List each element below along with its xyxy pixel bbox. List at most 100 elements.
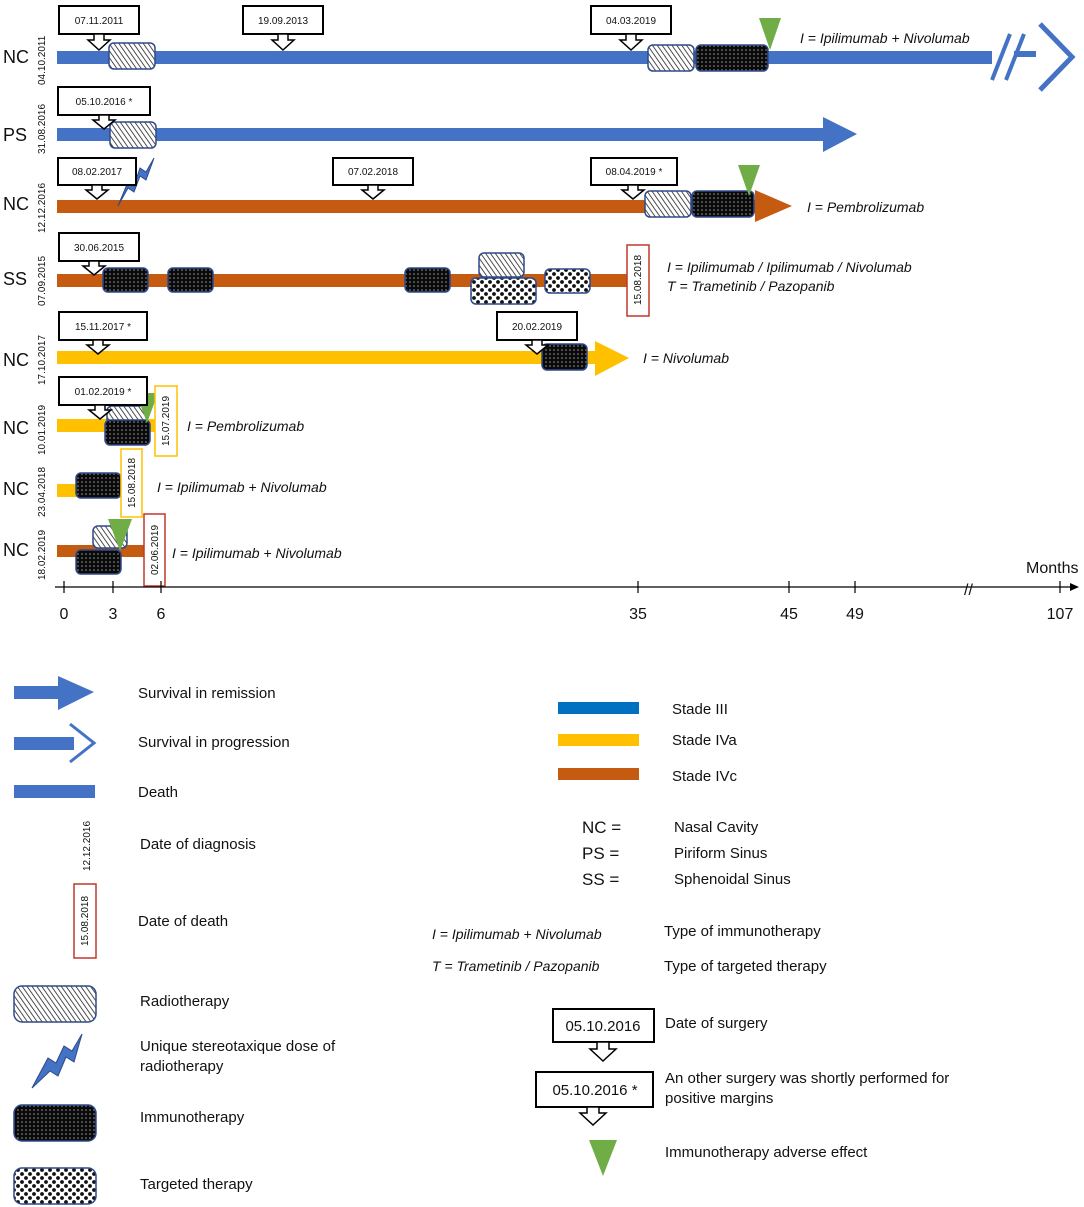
- death-date-box: [120, 448, 143, 518]
- abbr-code: SS =: [582, 870, 619, 889]
- row-site-label: NC: [3, 418, 29, 438]
- row-site-label: NC: [3, 350, 29, 370]
- row-site-label: NC: [3, 194, 29, 214]
- remission-arrowhead: [595, 341, 629, 376]
- legend-label: Survival in remission: [138, 685, 276, 702]
- stade-ivc-swatch: [558, 768, 639, 780]
- patient-row-7: NC 23.04.2018 15.08.2018 I = Ipilimumab …: [3, 448, 327, 518]
- immunotherapy-block: [404, 267, 451, 293]
- remission-arrow-icon: [14, 686, 62, 699]
- stade-iii-bar: [57, 128, 825, 141]
- row-diagnosis-date: 31.08.2016: [37, 104, 48, 154]
- legend-label: Type of targeted therapy: [664, 958, 827, 975]
- surgery-callout: 19.09.2013: [242, 5, 324, 52]
- legend-label: Date of surgery: [665, 1015, 768, 1032]
- axis-tick-label: 45: [780, 606, 798, 623]
- legend-label: Death: [138, 784, 178, 801]
- adverse-effect-marker: [108, 519, 132, 551]
- death-date-box: [154, 385, 178, 457]
- row-site-label: NC: [3, 540, 29, 560]
- axis-tick-label: 35: [629, 606, 647, 623]
- legend-label: Immunotherapy adverse effect: [665, 1144, 868, 1161]
- surgery-date: 04.03.2019: [606, 16, 656, 27]
- immunotherapy-block: [167, 267, 214, 293]
- surgery-callout-reoperated: 01.02.2019 *: [58, 376, 148, 420]
- radiotherapy-block: [109, 121, 157, 149]
- progression-arrow-icon: [14, 737, 74, 750]
- radiotherapy-block: [478, 252, 525, 278]
- death-date-example: 15.08.2018: [80, 896, 91, 946]
- immunotherapy-block: [695, 44, 769, 72]
- row-annotation: I = Ipilimumab + Nivolumab: [172, 545, 342, 561]
- abbr-code: NC =: [582, 818, 621, 837]
- row-annotation: I = Ipilimumab + Nivolumab: [800, 30, 970, 46]
- adverse-effect-icon: [589, 1140, 617, 1176]
- immunotherapy-block: [102, 267, 149, 293]
- row-annotation: I = Pembrolizumab: [187, 418, 304, 434]
- surgery-date: 01.02.2019 *: [75, 387, 132, 398]
- row-diagnosis-date: 23.04.2018: [37, 467, 48, 517]
- legend-label: radiotherapy: [140, 1058, 224, 1075]
- surgery-date: 15.11.2017 *: [75, 322, 131, 333]
- immunotherapy-block: [541, 343, 588, 371]
- death-date-box: [626, 244, 650, 317]
- row-site-label: PS: [3, 125, 27, 145]
- targeted-therapy-icon: [13, 1167, 97, 1205]
- surgery-callout: 20.02.2019: [496, 311, 578, 355]
- patient-row-3: NC 12.12.2016 I = Pembrolizumab 08.02.20…: [3, 157, 924, 233]
- stade-iii-bar: [57, 51, 992, 64]
- row-annotation: I = Nivolumab: [643, 350, 729, 366]
- surgery-callout: 07.02.2018: [332, 157, 414, 200]
- patient-row-1: NC 04.10.2011 I = Ipilimumab + Nivolumab…: [3, 5, 1076, 92]
- death-date-example-box: [73, 883, 97, 959]
- adverse-effect-marker: [759, 18, 781, 50]
- progression-chevron: [1038, 22, 1076, 92]
- surgery-date: 19.09.2013: [258, 16, 308, 27]
- immuno-example: I = Ipilimumab + Nivolumab: [432, 926, 602, 942]
- death-bar-icon: [14, 785, 95, 798]
- remission-arrowhead: [823, 117, 857, 152]
- legend-label: Date of diagnosis: [140, 836, 256, 853]
- death-date: 02.06.2019: [150, 525, 161, 575]
- immunotherapy-block: [104, 419, 151, 446]
- surgery-callout-reoperated: 05.10.2016 *: [57, 86, 151, 130]
- break-slash: [990, 33, 1012, 81]
- radiotherapy-icon: [13, 985, 97, 1023]
- axis-arrowhead: [1070, 583, 1079, 591]
- surgery-callout: 30.06.2015: [58, 232, 140, 276]
- death-date: 15.07.2019: [161, 396, 172, 446]
- surgery-callout-reoperated: 08.04.2019 *: [590, 157, 678, 200]
- legend-label: Date of death: [138, 913, 228, 930]
- surgery-date-example: 05.10.2016 *: [552, 1082, 637, 1099]
- axis-tick-label: 107: [1047, 606, 1074, 623]
- legend-right: Stade III Stade IVa Stade IVc NC = Nasal…: [432, 701, 949, 1176]
- surgery-date: 05.10.2016 *: [76, 97, 133, 108]
- row-diagnosis-date: 12.12.2016: [37, 183, 48, 233]
- legend-left: Survival in remission Survival in progre…: [13, 676, 336, 1205]
- legend-label: Survival in progression: [138, 734, 290, 751]
- row-diagnosis-date: 17.10.2017: [37, 335, 48, 385]
- legend-label: Stade III: [672, 701, 728, 718]
- immunotherapy-block: [691, 190, 755, 218]
- row-annotation-targeted: T = Trametinib / Pazopanib: [667, 278, 835, 294]
- row-annotation: I = Ipilimumab / Ipilimumab / Nivolumab: [667, 259, 912, 275]
- radiotherapy-block: [644, 190, 692, 218]
- immunotherapy-block: [75, 549, 122, 575]
- abbr-code: PS =: [582, 844, 619, 863]
- surgery-callout-reoperated: 15.11.2017 *: [58, 311, 148, 355]
- surgery-callout: 08.02.2017: [57, 157, 137, 200]
- abbr-name: Sphenoidal Sinus: [674, 871, 791, 888]
- row-annotation: I = Pembrolizumab: [807, 199, 924, 215]
- immunotherapy-icon: [13, 1104, 97, 1142]
- legend-label: Stade IVc: [672, 768, 738, 785]
- row-diagnosis-date: 07.09.2015: [37, 256, 48, 306]
- legend-label: Radiotherapy: [140, 993, 230, 1010]
- surgery-date: 08.02.2017: [72, 167, 122, 178]
- axis-tick-label: 6: [157, 606, 166, 623]
- legend-label: positive margins: [665, 1090, 773, 1107]
- surgery-date: 07.11.2011: [75, 16, 124, 27]
- legend-label: Unique stereotaxique dose of: [140, 1038, 336, 1055]
